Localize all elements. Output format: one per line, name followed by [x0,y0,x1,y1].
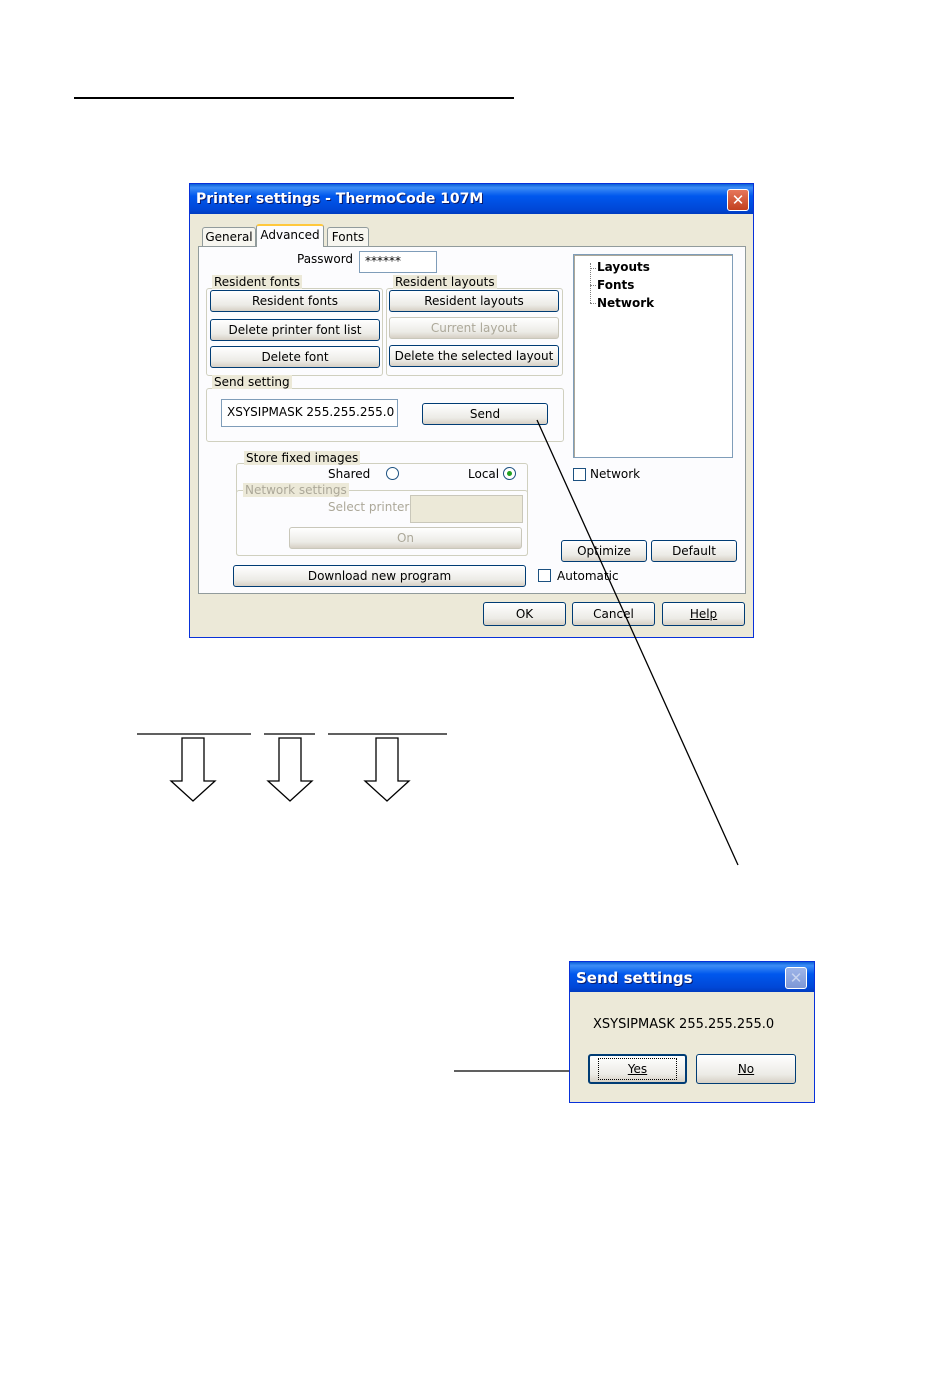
tab-fonts[interactable]: Fonts [327,227,369,247]
tab-general[interactable]: General [202,227,256,247]
tree-branch [590,285,596,286]
help-label: Help [689,607,718,621]
tree-view[interactable] [573,254,733,458]
network-settings-title: Network settings [243,483,349,497]
down-arrow-icon [266,737,314,802]
automatic-checkbox[interactable] [538,569,551,582]
tree-item-fonts[interactable]: Fonts [597,278,635,292]
optimize-button[interactable]: Optimize [561,540,647,562]
send-dialog-message: XSYSIPMASK 255.255.255.0 [593,1017,775,1032]
automatic-label: Automatic [557,569,619,583]
shared-label: Shared [328,467,371,481]
local-radio[interactable] [503,467,516,480]
resident-fonts-title: Resident fonts [212,275,303,289]
tree-branch [590,268,596,269]
resident-layouts-title: Resident layouts [393,275,497,289]
down-arrow-icon [169,737,217,802]
no-button[interactable]: No [696,1054,796,1084]
send-setting-group [206,388,564,442]
delete-font-button[interactable]: Delete font [210,346,380,368]
yes-label: Yes [597,1058,678,1080]
close-icon[interactable]: ✕ [785,967,807,989]
close-icon[interactable]: ✕ [727,189,749,211]
password-label: Password [297,252,354,266]
heading-rule [74,97,514,99]
tree-branch [590,303,596,304]
network-checkbox-label: Network [590,467,641,481]
delete-printer-font-list-button[interactable]: Delete printer font list [210,319,380,341]
local-label: Local [468,467,500,481]
current-layout-button[interactable]: Current layout [389,317,559,339]
optimize-label: Optimize [577,544,631,558]
download-new-program-button[interactable]: Download new program [233,565,526,587]
select-printer-label: Select printer [328,500,410,514]
no-label: No [737,1062,755,1076]
send-title-bar[interactable]: Send settings ✕ [570,962,814,992]
dialog-title: Printer settings - ThermoCode 107M [196,191,484,207]
resident-fonts-button[interactable]: Resident fonts [210,290,380,312]
network-checkbox[interactable] [573,468,586,481]
password-field[interactable]: ****** [359,251,437,273]
tree-item-layouts[interactable]: Layouts [597,260,650,274]
send-command-field[interactable]: XSYSIPMASK 255.255.255.0 [221,399,398,427]
resident-layouts-button[interactable]: Resident layouts [389,290,559,312]
down-arrow-icon [363,737,411,802]
help-button[interactable]: Help [662,602,745,626]
tree-connector [590,263,591,303]
printer-settings-dialog: Printer settings - ThermoCode 107M ✕ Gen… [189,183,754,638]
send-settings-dialog: Send settings ✕ XSYSIPMASK 255.255.255.0… [569,961,815,1103]
yes-button[interactable]: Yes [588,1054,687,1084]
store-fixed-images-title: Store fixed images [244,451,361,465]
send-setting-title: Send setting [212,375,292,389]
title-bar[interactable]: Printer settings - ThermoCode 107M ✕ [190,184,753,214]
tree-item-network[interactable]: Network [597,296,655,310]
select-printer-field[interactable] [410,495,523,523]
callout-line-send [536,419,739,866]
delete-selected-layout-button[interactable]: Delete the selected layout [389,345,559,367]
shared-radio[interactable] [386,467,399,480]
send-dialog-title: Send settings [576,969,693,987]
send-button[interactable]: Send [422,403,548,425]
network-settings-group [236,490,528,556]
default-button[interactable]: Default [651,540,737,562]
on-button[interactable]: On [289,527,522,549]
tab-advanced[interactable]: Advanced [256,224,324,247]
ok-button[interactable]: OK [483,602,566,626]
